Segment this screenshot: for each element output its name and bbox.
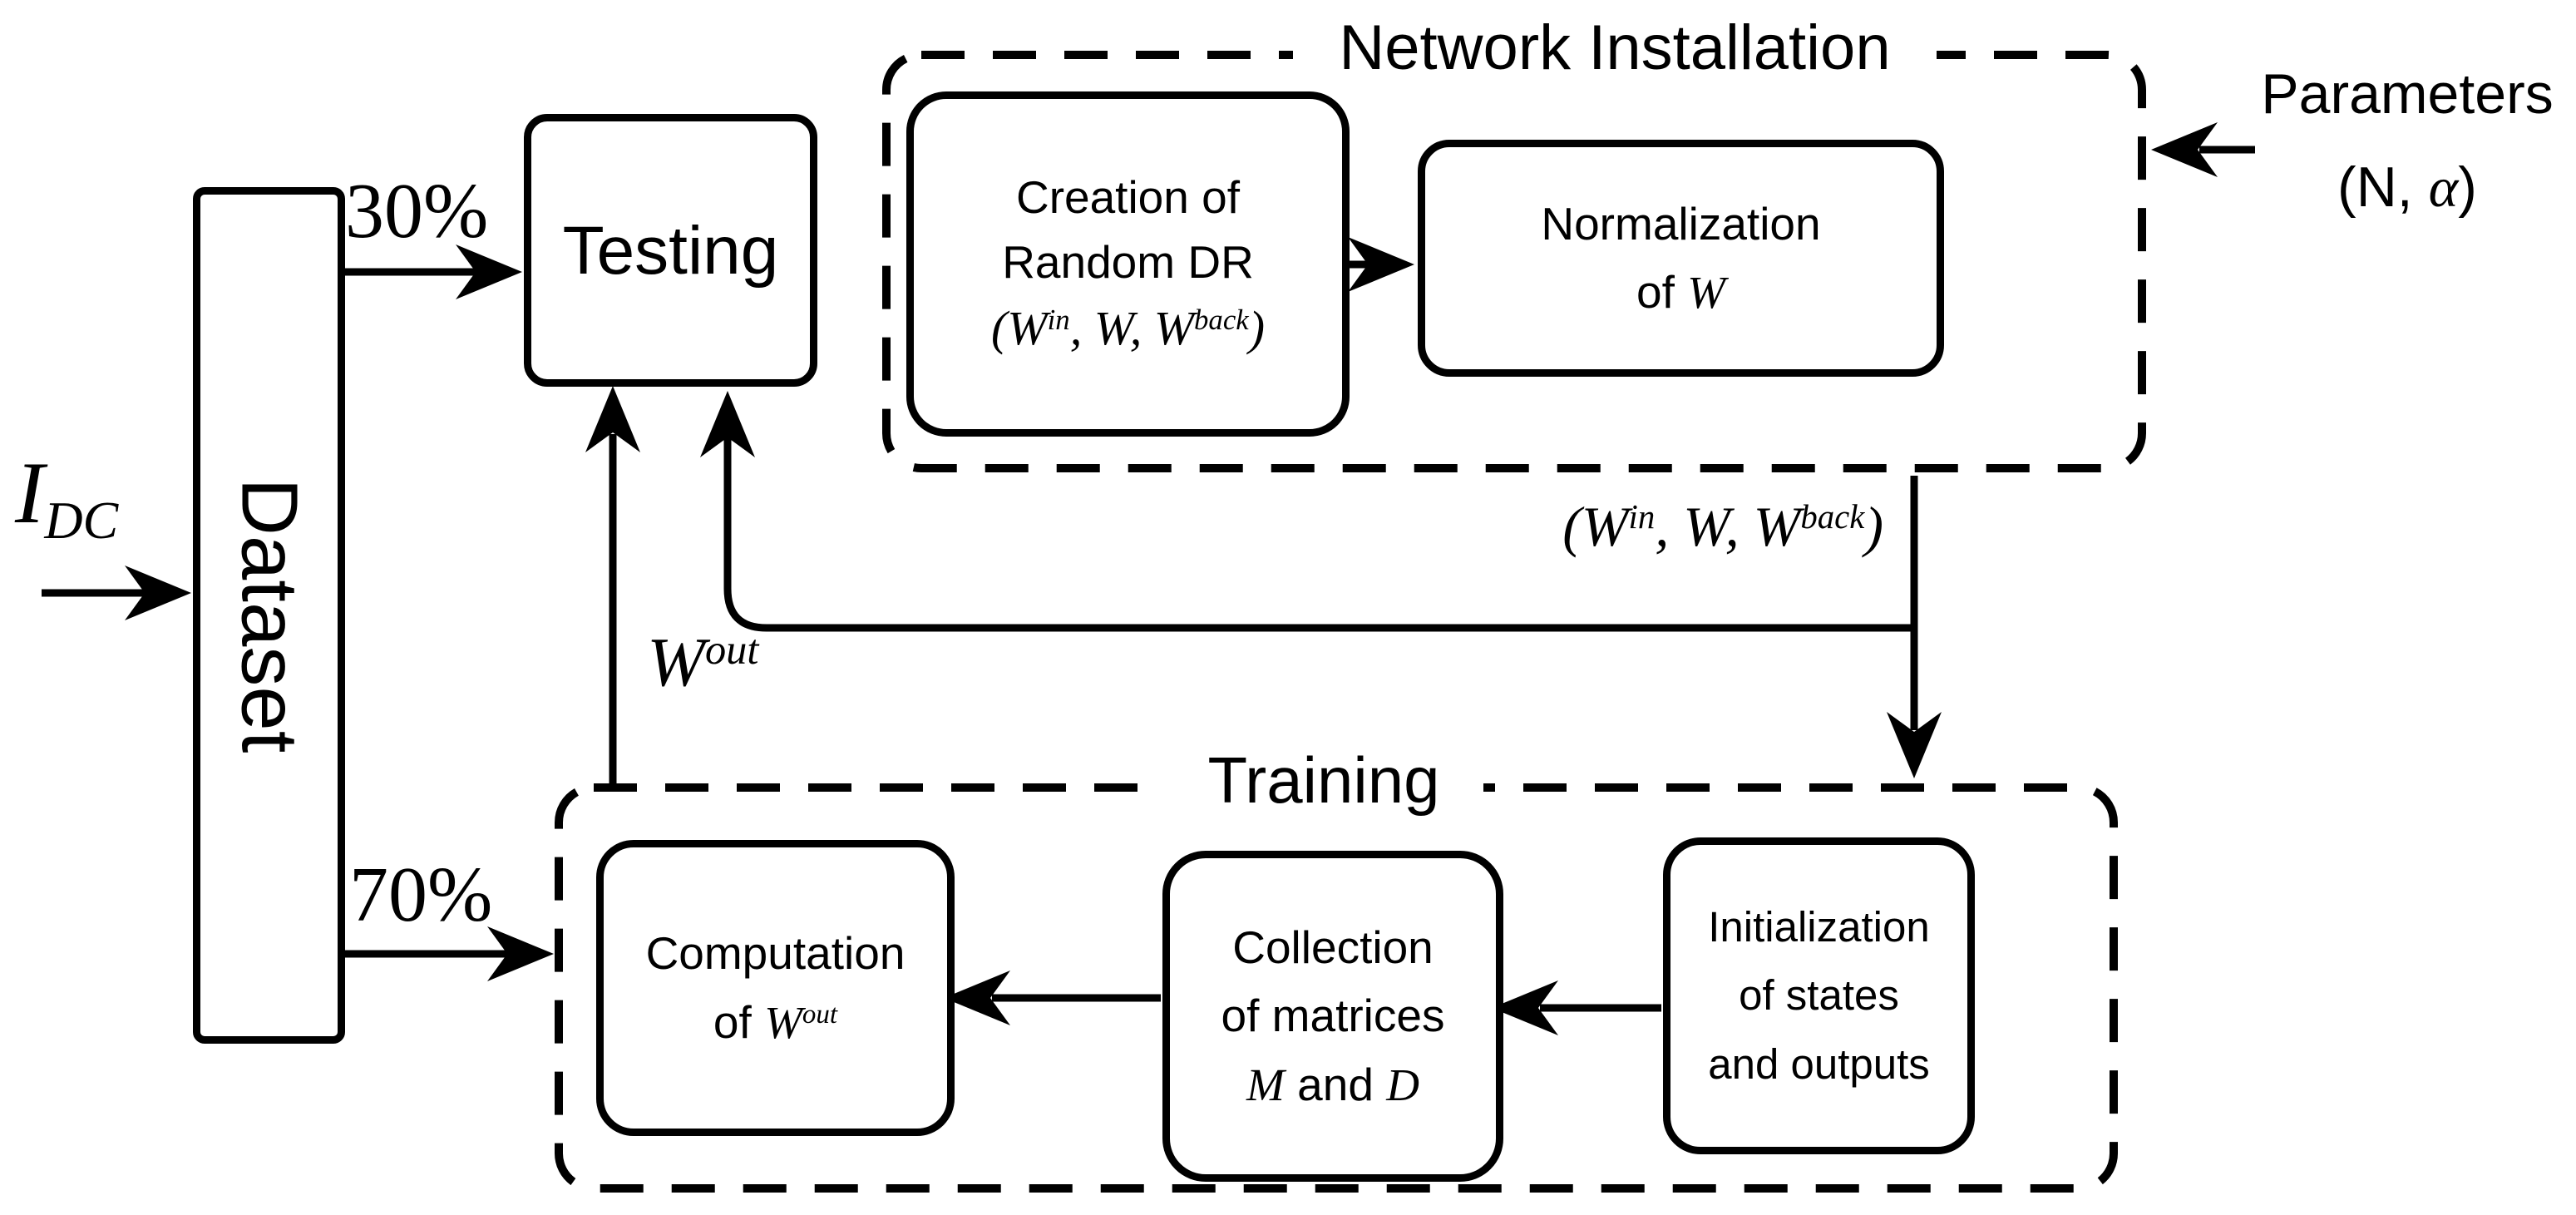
split-70-label: 70% <box>349 852 493 938</box>
weights-edge-label: (Win, W, Wback) <box>1562 495 1883 558</box>
creation-weights-formula: (Win, W, Wback) <box>990 301 1266 356</box>
initialization-line2: of states <box>1739 971 1899 1020</box>
collection-line2: of matrices <box>1221 990 1445 1042</box>
computation-line2: of Wout <box>713 995 838 1048</box>
creation-line1: Creation of <box>1015 171 1241 224</box>
initialization-box: Initialization of states and outputs <box>1663 837 1975 1154</box>
split-70-arrowhead <box>487 926 554 981</box>
wout-edge-label: Wout <box>647 624 759 701</box>
split-30-arrowhead <box>456 244 522 299</box>
computation-wout-box: Computation of Wout <box>596 840 955 1136</box>
collection-matrices-box: Collection of matrices M and D <box>1162 851 1503 1182</box>
initialization-line1: Initialization <box>1708 902 1930 951</box>
weights-down-arrowhead <box>1887 712 1942 778</box>
normalization-line2: of W <box>1636 266 1725 318</box>
testing-box: Testing <box>524 114 817 387</box>
idc-arrowhead <box>125 566 191 620</box>
testing-label: Testing <box>562 212 779 289</box>
weights-to-testing-arrowhead <box>700 391 755 457</box>
idc-input-label: IDC <box>15 444 119 551</box>
parameters-label: Parameters <box>2261 62 2554 126</box>
parameters-arrowhead <box>2151 122 2218 177</box>
collection-to-computation-arrowhead <box>944 971 1010 1025</box>
creation-line2: Random DR <box>1002 236 1254 289</box>
normalization-line1: Normalization <box>1541 197 1821 249</box>
computation-line1: Computation <box>645 927 906 979</box>
dataset-label: Dataset <box>225 477 314 753</box>
dataset-box: Dataset <box>193 187 345 1044</box>
collection-line3: M and D <box>1246 1058 1419 1110</box>
wout-arrowhead <box>585 386 640 452</box>
initialization-line3: and outputs <box>1708 1040 1930 1088</box>
network-installation-title: Network Installation <box>1293 13 1937 83</box>
initialization-to-collection-arrowhead <box>1492 980 1558 1035</box>
weights-to-testing-path <box>723 437 1914 632</box>
split-30-label: 30% <box>345 168 489 254</box>
normalization-box: Normalization of W <box>1418 140 1944 377</box>
creation-random-dr-box: Creation of Random DR (Win, W, Wback) <box>906 91 1350 437</box>
collection-line1: Collection <box>1232 921 1434 973</box>
creation-to-normalization-arrowhead <box>1348 237 1414 292</box>
parameters-tuple-label: (N, α) <box>2337 156 2477 219</box>
training-title: Training <box>1164 744 1483 817</box>
